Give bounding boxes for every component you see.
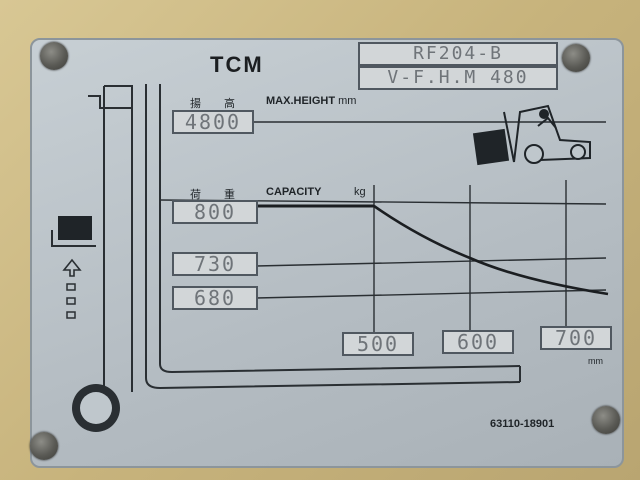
- rivet-bottom-left: [30, 432, 58, 460]
- model-stamp-2: V-F.H.M 480: [358, 66, 558, 90]
- max-height-label: MAX.HEIGHT mm: [266, 95, 356, 107]
- capacity-value-1: 800: [172, 200, 258, 224]
- load-center-1: 500: [342, 332, 414, 356]
- capacity-label: CAPACITY: [266, 186, 322, 198]
- capacity-jp-label: 荷 重: [190, 189, 246, 201]
- max-height-unit: mm: [338, 95, 357, 107]
- brand-logo: TCM: [210, 52, 264, 77]
- rivet-bottom-right: [592, 406, 620, 434]
- part-number: 63110-18901: [490, 418, 555, 430]
- load-center-3: 700: [540, 326, 612, 350]
- rivet-top-right: [562, 44, 590, 72]
- load-center-unit: mm: [588, 356, 603, 366]
- model-stamp-1: RF204-B: [358, 42, 558, 66]
- capacity-value-2: 730: [172, 252, 258, 276]
- capacity-curve: [373, 204, 609, 296]
- forklift-pictogram-icon: [472, 104, 591, 166]
- max-height-value: 4800: [172, 110, 254, 134]
- capacity-unit: kg: [354, 186, 366, 198]
- load-center-2: 600: [442, 330, 514, 354]
- capacity-value-3: 680: [172, 286, 258, 310]
- max-height-text: MAX.HEIGHT: [266, 95, 336, 107]
- capacity-plate: [30, 38, 624, 468]
- load-position-icon: [51, 216, 96, 319]
- max-height-jp-label: 揚 高: [190, 98, 246, 110]
- mast-diagram: [88, 84, 521, 392]
- rivet-top-left: [40, 42, 68, 70]
